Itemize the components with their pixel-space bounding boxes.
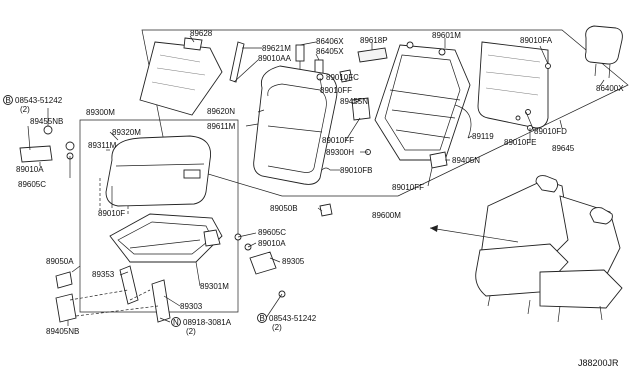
seat-cushion-pad: [105, 135, 212, 207]
label-89301M: 89301M: [200, 282, 229, 291]
bolt-symbol-bottom: B: [257, 313, 267, 323]
left-hinge-parts: [19, 125, 77, 323]
label-86400X: 86400X: [596, 84, 624, 93]
label-89605C-left: 89605C: [18, 180, 46, 189]
label-89353: 89353: [92, 270, 115, 279]
label-89455NB: 89455NB: [30, 117, 63, 126]
seat-back-frame: [374, 41, 472, 161]
label-89311M: 89311M: [88, 141, 117, 150]
fastener-parts: [316, 63, 551, 171]
back-cover-board: [477, 41, 549, 129]
label-89320M: 89320M: [112, 128, 141, 137]
label-89601M: 89601M: [432, 31, 461, 40]
svg-text:B: B: [6, 96, 11, 105]
label-89645: 89645: [552, 144, 575, 153]
label-89050B: 89050B: [270, 204, 298, 213]
label-86406X: 86406X: [316, 37, 344, 46]
headrest-guide-rod: [229, 41, 245, 83]
label-89300H: 89300H: [326, 148, 354, 157]
part-labels: 89628 89621M 86406X 89010AA 86405X 89618…: [3, 29, 624, 368]
label-89010AA: 89010AA: [258, 54, 292, 63]
label-89305: 89305: [282, 257, 305, 266]
label-89010F: 89010F: [98, 209, 125, 218]
label-89303: 89303: [180, 302, 203, 311]
label-89010FF-c: 89010FF: [392, 183, 424, 192]
label-89300M: 89300M: [86, 108, 115, 117]
label-89405NB: 89405NB: [46, 327, 79, 336]
label-08543-top-qty: (2): [20, 105, 30, 114]
svg-text:B: B: [260, 314, 265, 323]
label-89628: 89628: [190, 29, 213, 38]
vehicle-pointer-arrowhead: [430, 225, 438, 232]
label-89010FB: 89010FB: [340, 166, 372, 175]
label-89620N: 89620N: [207, 107, 235, 116]
seat-brackets: [119, 265, 171, 323]
svg-text:N: N: [173, 318, 179, 327]
back-board-panel: [139, 37, 223, 116]
label-89010FE: 89010FE: [504, 138, 536, 147]
label-89621M: 89621M: [262, 44, 291, 53]
label-08918: 08918-3081A: [183, 318, 232, 327]
bolt-symbol-top: B: [3, 95, 13, 105]
label-86405X: 86405X: [316, 47, 344, 56]
headrest-guide-lock: [295, 44, 305, 72]
nut-symbol: N: [171, 317, 181, 327]
label-08543-bottom-qty: (2): [272, 323, 282, 332]
label-89119: 89119: [472, 132, 494, 141]
vehicle-pointer-arrow: [429, 227, 519, 243]
leader-lines: [27, 35, 605, 326]
label-89010FF-a: 89010FF: [320, 86, 352, 95]
label-89010FF-b: 89010FF: [322, 136, 354, 145]
label-08918-qty: (2): [186, 327, 196, 336]
dashed-leaders: [69, 178, 159, 317]
label-89010A-left: 89010A: [16, 165, 44, 174]
label-89405N: 89405N: [452, 156, 480, 165]
label-89611M: 89611M: [207, 122, 236, 131]
label-89600M: 89600M: [372, 211, 401, 220]
label-89010A-right: 89010A: [258, 239, 286, 248]
label-08543-bottom: 08543-51242: [269, 314, 317, 323]
back-pad-strip: [357, 47, 388, 63]
right-cushion-parts: [234, 203, 333, 298]
label-89605C-right: 89605C: [258, 228, 286, 237]
label-89455N: 89455N: [340, 97, 368, 106]
seat-back-trim: [253, 65, 338, 185]
label-89050A: 89050A: [46, 257, 74, 266]
cushion-frame: [109, 213, 223, 263]
label-89618P: 89618P: [360, 36, 388, 45]
label-89010FA: 89010FA: [520, 36, 553, 45]
headrest: [585, 25, 623, 79]
label-89010FC: 89010FC: [326, 73, 359, 82]
reference-code: J88200JR: [578, 358, 619, 368]
seat-cushion-group-outline: [79, 119, 239, 313]
label-89010FD: 89010FD: [534, 127, 567, 136]
label-08543-top: 08543-51242: [15, 96, 63, 105]
vehicle-seat-illustration: [475, 175, 623, 323]
